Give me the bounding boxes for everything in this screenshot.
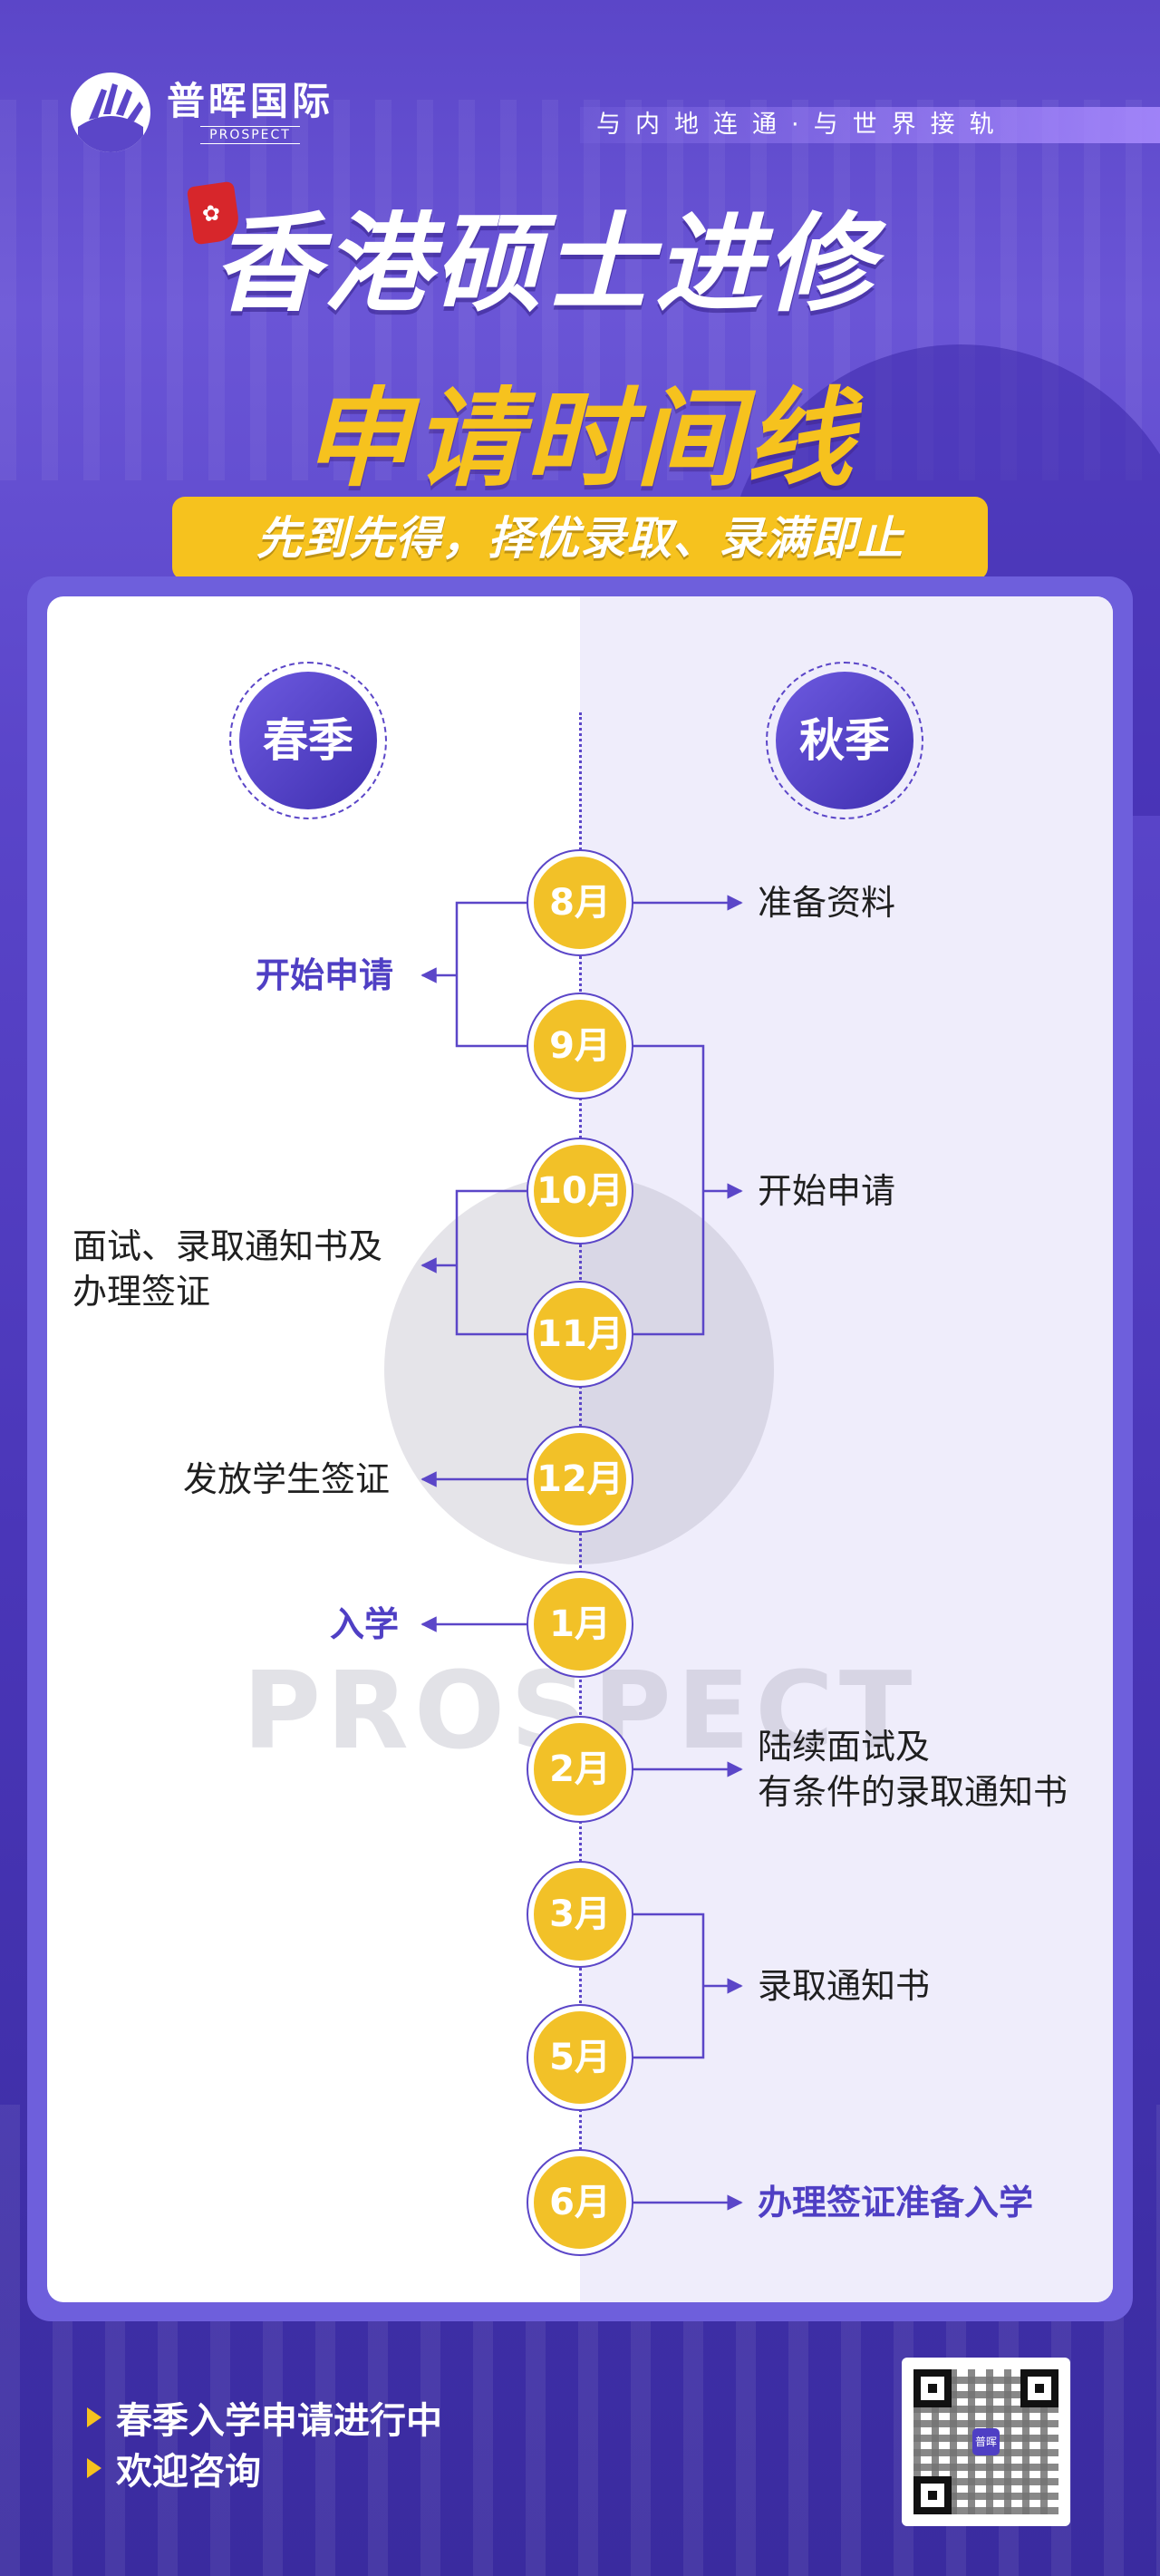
autumn-event-start: 开始申请 [758, 1171, 896, 1211]
month-node-feb: 2月 [527, 1716, 633, 1823]
triangle-bullet-icon [87, 2458, 102, 2478]
spring-season-label: 春季 [239, 672, 377, 809]
autumn-season-label: 秋季 [776, 672, 914, 809]
month-label: 8月 [534, 857, 626, 949]
qr-finder-icon [914, 2369, 952, 2407]
footer-item-consult: 欢迎咨询 [87, 2442, 261, 2494]
month-node-jun: 6月 [527, 2149, 633, 2256]
month-node-mar: 3月 [527, 1861, 633, 1968]
spring-event-visa: 发放学生签证 [183, 1459, 391, 1499]
month-label: 11月 [534, 1288, 626, 1380]
prospect-logo-icon [71, 73, 150, 152]
month-node-nov: 11月 [527, 1281, 633, 1388]
brand-slogan: 与内地连通·与世界接轨 [580, 107, 1160, 143]
month-node-oct: 10月 [527, 1138, 633, 1244]
brand-name-en: PROSPECT [200, 126, 300, 144]
spring-event-start: 开始申请 [256, 955, 394, 995]
qr-finder-icon [914, 2476, 952, 2514]
spring-event-interview-line2: 办理签证 [72, 1272, 211, 1312]
autumn-event-offer: 录取通知书 [758, 1966, 931, 2006]
brand-name-cn: 普晖国际 [167, 79, 334, 123]
spring-event-interview-line1: 面试、录取通知书及 [72, 1226, 383, 1266]
month-node-dec: 12月 [527, 1426, 633, 1533]
footer-text: 欢迎咨询 [116, 2451, 261, 2493]
autumn-event-visa-enroll: 办理签证准备入学 [758, 2183, 1034, 2223]
spring-season-badge: 春季 [229, 662, 387, 819]
month-node-jan: 1月 [527, 1571, 633, 1678]
footer-text: 春季入学申请进行中 [116, 2400, 442, 2442]
month-label: 9月 [534, 1000, 626, 1092]
timeline-card: PROSPECT 春季 秋季 [47, 596, 1113, 2302]
hero-banner: 先到先得，择优录取、录满即止 [172, 497, 988, 580]
autumn-event-prepare: 准备资料 [758, 883, 896, 923]
month-label: 2月 [534, 1723, 626, 1816]
qr-center-logo: 普晖 [972, 2428, 1000, 2455]
timeline-connectors [420, 895, 743, 2211]
autumn-season-badge: 秋季 [766, 662, 923, 819]
qr-finder-icon [1020, 2369, 1058, 2407]
month-label: 5月 [534, 2011, 626, 2104]
qr-code[interactable]: 普晖 [902, 2358, 1070, 2526]
spring-event-enroll: 入学 [330, 1604, 400, 1644]
month-label: 12月 [534, 1433, 626, 1525]
autumn-event-interview-line2: 有条件的录取通知书 [758, 1772, 1068, 1812]
month-node-sep: 9月 [527, 993, 633, 1099]
month-node-may: 5月 [527, 2004, 633, 2111]
hero-title-line1: 香港硕士进修 [213, 201, 877, 326]
month-label: 1月 [534, 1578, 626, 1671]
autumn-event-interview-line1: 陆续面试及 [758, 1727, 931, 1767]
month-node-aug: 8月 [527, 849, 633, 956]
hero-title-line2: 申请时间线 [303, 376, 856, 501]
footer-item-spring-intake: 春季入学申请进行中 [87, 2391, 442, 2444]
brand-logo: 普晖国际 PROSPECT [71, 73, 334, 152]
month-label: 3月 [534, 1868, 626, 1961]
month-label: 6月 [534, 2156, 626, 2249]
month-label: 10月 [534, 1145, 626, 1237]
triangle-bullet-icon [87, 2407, 102, 2427]
autumn-column-background [580, 596, 1113, 2302]
